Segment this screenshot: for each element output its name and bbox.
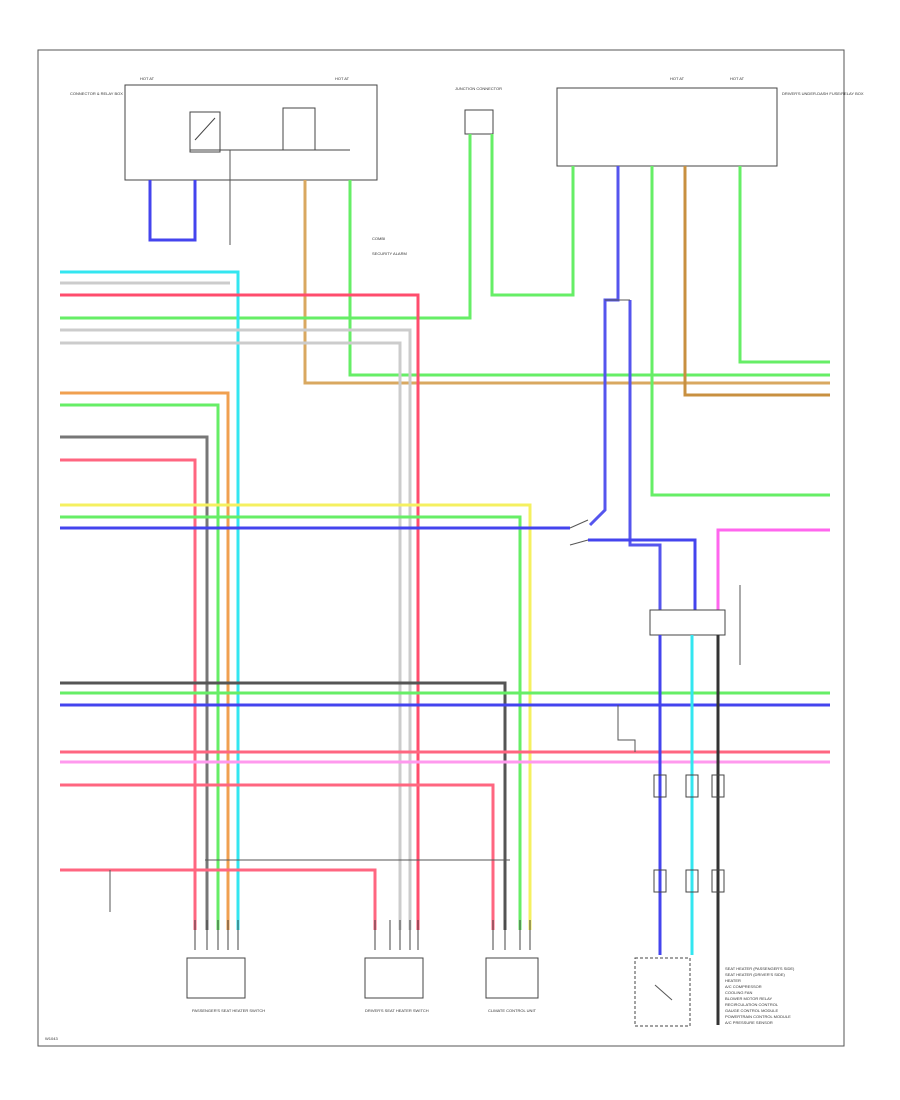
green-wire-left (60, 403, 220, 930)
right-unit-name: DRIVER'S UNDER-DASH FUSE/RELAY BOX (782, 91, 864, 96)
relay-icon (189, 111, 221, 153)
svg-text:SEAT HEATER (PASSENGER'S SIDE): SEAT HEATER (PASSENGER'S SIDE) (725, 966, 795, 971)
green-wire-c (490, 134, 575, 297)
bottom-right-unit-label: CLIMATE CONTROL UNIT (488, 1008, 537, 1013)
gray-wire-left (60, 435, 209, 930)
bottom-left-unit: PASSENGER'S SEAT HEATER SWITCH (186, 957, 265, 1013)
green-wire-right (738, 166, 830, 364)
svg-text:COOLING FAN: COOLING FAN (725, 990, 752, 995)
left-unit-header-b: HOT AT (335, 76, 350, 81)
tan-wire-right (683, 166, 830, 397)
red-wire-low (60, 783, 495, 930)
connector-block (649, 609, 726, 636)
legend-a: COMBI (372, 236, 385, 241)
gray-wire-3 (60, 341, 402, 930)
footer-code: W1043 (45, 1036, 58, 1041)
yellow-wire (60, 503, 532, 930)
black-bus (60, 681, 507, 930)
svg-text:SEAT HEATER (DRIVER'S SIDE): SEAT HEATER (DRIVER'S SIDE) (725, 972, 786, 977)
svg-text:A/C COMPRESSOR: A/C COMPRESSOR (725, 984, 762, 989)
cyan-wire (60, 270, 240, 930)
blue-loop-wire (148, 180, 197, 242)
left-unit-header-a: HOT AT (140, 76, 155, 81)
green-wire-b (60, 134, 472, 320)
svg-text:HEATER: HEATER (725, 978, 741, 983)
tan-wire (303, 180, 830, 385)
diagram-frame (37, 49, 845, 1047)
green-wire-right-2 (650, 166, 830, 497)
red-wire-bottom (60, 868, 377, 930)
blue-wire-right-a (588, 166, 620, 527)
svg-text:GAUGE CONTROL MODULE: GAUGE CONTROL MODULE (725, 1008, 779, 1013)
legend-b: SECURITY ALARM (372, 251, 407, 256)
left-unit-name: CONNECTOR & RELAY BOX (70, 91, 123, 96)
pink-wire (716, 528, 830, 610)
center-junction-name: JUNCTION CONNECTOR (455, 86, 502, 91)
orange-wire (60, 391, 230, 930)
center-junction: JUNCTION CONNECTOR (455, 86, 502, 135)
bottom-center-unit: DRIVER'S SEAT HEATER SWITCH (364, 957, 429, 1013)
legend: COMBI SECURITY ALARM (372, 236, 407, 256)
pin-marks (194, 920, 531, 950)
red-wire-top (60, 293, 420, 930)
connector-markers (653, 774, 725, 893)
gray-wire-2 (60, 328, 412, 930)
right-unit-header-b: HOT AT (730, 76, 745, 81)
green-wire-mid (60, 515, 522, 930)
right-side-notes: SEAT HEATER (PASSENGER'S SIDE) SEAT HEAT… (725, 966, 795, 1025)
red-wire-left (60, 458, 197, 930)
right-top-unit: HOT AT HOT AT DRIVER'S UNDER-DASH FUSE/R… (556, 76, 864, 167)
bottom-right-switch (634, 957, 691, 1027)
blue-wire-mid-2 (588, 538, 697, 610)
bottom-center-unit-label: DRIVER'S SEAT HEATER SWITCH (365, 1008, 429, 1013)
svg-text:A/C PRESSURE SENSOR: A/C PRESSURE SENSOR (725, 1020, 773, 1025)
bottom-left-unit-label: PASSENGER'S SEAT HEATER SWITCH (192, 1008, 265, 1013)
bottom-right-unit: CLIMATE CONTROL UNIT (485, 957, 539, 1013)
svg-text:BLOWER MOTOR RELAY: BLOWER MOTOR RELAY (725, 996, 773, 1001)
blue-wire-right-b (628, 300, 662, 610)
green-wire-a (348, 180, 830, 377)
svg-text:RECIRCULATION CONTROL: RECIRCULATION CONTROL (725, 1002, 779, 1007)
svg-text:POWERTRAIN CONTROL MODULE: POWERTRAIN CONTROL MODULE (725, 1014, 791, 1019)
right-unit-header-a: HOT AT (670, 76, 685, 81)
left-top-unit: HOT AT HOT AT CONNECTOR & RELAY BOX (70, 76, 378, 181)
